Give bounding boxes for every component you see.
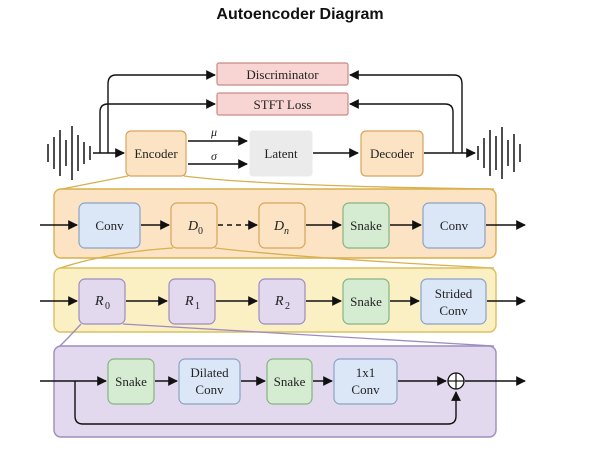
residual-row-arrows [40,376,526,425]
encoder-zoom-connector [61,175,495,190]
residual-snake1-box: Snake [107,358,155,405]
r0-box: R 0 [78,278,126,325]
strided-conv-box: Strided Conv [420,278,487,325]
r2-subscript: 2 [285,301,290,312]
dilated-conv-line2: Conv [195,382,224,397]
top-feedback-lines [93,70,476,169]
sigma-label: σ [211,149,218,163]
dn-box: D n [258,202,306,249]
encoder-conv-out-label: Conv [440,218,469,233]
onebyone-conv-line2: Conv [351,382,380,397]
onebyone-conv-line1: 1x1 [356,365,376,380]
page-title: Autoencoder Diagram [216,6,384,23]
stft-loss-label: STFT Loss [254,97,312,112]
input-waveform-icon [47,126,91,180]
latent-box: Latent [249,130,313,177]
dilated-conv-box: Dilated Conv [178,358,241,405]
d0-box: D 0 [170,202,218,249]
block-snake-box: Snake [342,278,390,325]
encoder-conv-out-box: Conv [422,202,486,249]
stft-loss-box: STFT Loss [216,92,349,116]
dn-label: D [273,219,284,234]
discriminator-box: Discriminator [216,62,349,86]
r1-box: R 1 [168,278,216,325]
r0-subscript: 0 [105,301,110,312]
dn-subscript: n [284,226,289,237]
decoder-label: Decoder [370,146,415,161]
r1-label: R [184,294,194,309]
discriminator-label: Discriminator [246,67,319,82]
decoder-box: Decoder [360,130,424,177]
encoder-conv-in-label: Conv [95,218,124,233]
d0-label: D [187,219,198,234]
output-waveform-icon [477,127,521,179]
d0-subscript: 0 [198,226,203,237]
r0-label: R [94,294,104,309]
encoder-label: Encoder [134,146,178,161]
r0-zoom-connector [59,323,495,347]
residual-snake2-label: Snake [274,374,306,389]
r2-label: R [274,294,284,309]
encoder-conv-in-box: Conv [78,202,141,249]
onebyone-conv-box: 1x1 Conv [333,358,398,405]
block-snake-label: Snake [350,294,382,309]
d0-zoom-connector [59,247,495,269]
strided-conv-line2: Conv [439,303,468,318]
encoder-box: Encoder [125,130,187,177]
strided-conv-line1: Strided [435,286,473,301]
dilated-conv-line1: Dilated [190,365,229,380]
latent-label: Latent [264,146,298,161]
mu-label: μ [210,125,217,139]
r1-subscript: 1 [195,301,200,312]
add-node-icon [447,372,465,390]
encoder-snake-label: Snake [350,218,382,233]
residual-snake1-label: Snake [115,374,147,389]
encoder-snake-box: Snake [342,202,390,249]
r2-box: R 2 [258,278,306,325]
residual-snake2-box: Snake [266,358,313,405]
